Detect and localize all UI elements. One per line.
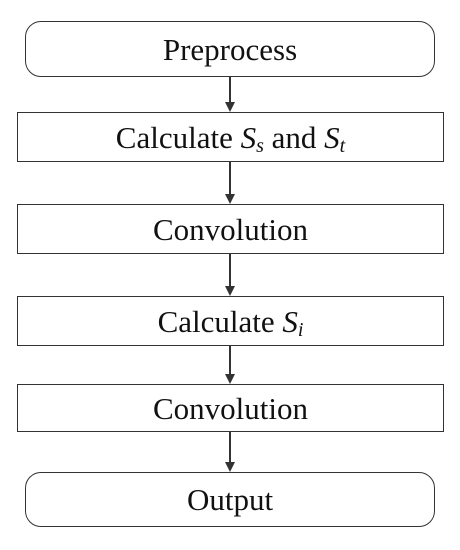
node-preprocess: Preprocess [25, 21, 435, 77]
label-text: and [263, 119, 325, 155]
label-text: Calculate [115, 119, 241, 155]
label-subscript: s [256, 134, 264, 157]
node-label: Calculate Si [157, 303, 304, 340]
label-symbol: S [240, 119, 257, 155]
label-symbol: S [282, 303, 298, 339]
arrow-calc-ss-st-to-convolution-1 [225, 162, 235, 204]
arrow-convolution-2-to-output [225, 432, 235, 472]
label-text: Calculate [157, 303, 283, 339]
node-label: Preprocess [162, 31, 298, 67]
node-convolution-1: Convolution [17, 204, 444, 254]
node-label: Calculate Ss and St [115, 119, 345, 156]
arrowhead-icon [225, 102, 235, 112]
arrowhead-icon [225, 286, 235, 296]
arrow-preprocess-to-calc-ss-st [225, 77, 235, 112]
node-calc-si: Calculate Si [17, 296, 444, 346]
node-label: Convolution [152, 211, 308, 247]
node-output: Output [25, 472, 435, 527]
node-label: Convolution [152, 390, 308, 426]
label-subscript: t [339, 134, 346, 157]
label-symbol: S [324, 119, 340, 155]
node-calc-ss-st: Calculate Ss and St [17, 112, 444, 162]
arrowhead-icon [225, 374, 235, 384]
node-convolution-2: Convolution [17, 384, 444, 432]
arrowhead-icon [225, 194, 235, 204]
arrow-convolution-1-to-calc-si [225, 254, 235, 296]
node-label: Output [186, 482, 274, 517]
arrowhead-icon [225, 462, 235, 472]
label-subscript: i [297, 318, 304, 341]
arrow-calc-si-to-convolution-2 [225, 346, 235, 384]
